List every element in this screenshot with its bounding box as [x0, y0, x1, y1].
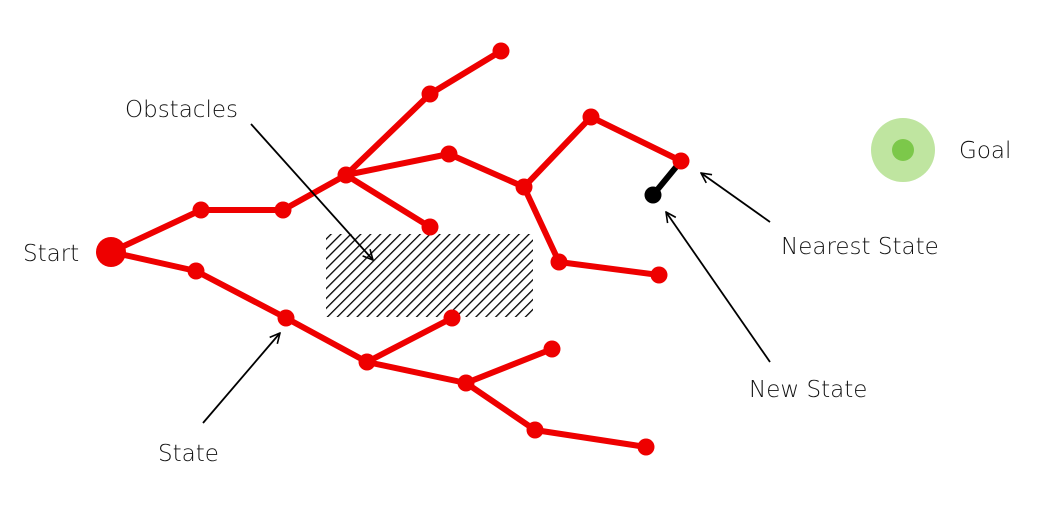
pointer-arrows: [202, 123, 771, 424]
tree-edges: [108, 48, 684, 450]
obstacles-label: Obstacles: [125, 97, 238, 123]
tree-edge: [446, 151, 527, 190]
tree-node: [192, 201, 210, 219]
tree-node: [337, 166, 355, 184]
tree-edge: [283, 315, 370, 365]
obstacles-arrow: [250, 123, 373, 260]
tree-node: [421, 85, 439, 103]
nearest-state-node: [672, 152, 690, 170]
tree-node: [515, 178, 533, 196]
tree-edge: [532, 427, 649, 450]
start-node: [96, 237, 126, 267]
tree-node: [440, 145, 458, 163]
tree-edge: [343, 91, 433, 178]
tree-node: [543, 340, 561, 358]
goal-center: [892, 139, 914, 161]
tree-edge: [588, 114, 684, 164]
new-state-node: [644, 186, 662, 204]
nearest-state-label: Nearest State: [781, 234, 939, 260]
tree-node: [443, 309, 461, 327]
tree-edge: [521, 114, 594, 190]
tree-edge: [193, 268, 289, 321]
nearest-state-arrow: [701, 173, 771, 223]
obstacle-region: [326, 234, 533, 317]
tree-node: [421, 218, 439, 236]
tree-node: [358, 353, 376, 371]
tree-node: [637, 438, 655, 456]
state-arrow: [202, 333, 280, 424]
tree-nodes: [96, 42, 690, 456]
start-label: Start: [23, 241, 79, 267]
tree-edge: [280, 172, 349, 213]
state-label: State: [158, 441, 219, 467]
tree-edge: [343, 172, 433, 230]
tree-node: [457, 374, 475, 392]
tree-node: [187, 262, 205, 280]
tree-edge: [108, 207, 204, 255]
tree-edge: [364, 315, 455, 365]
tree-node: [550, 253, 568, 271]
goal-label: Goal: [959, 138, 1011, 164]
tree-edge: [521, 184, 562, 265]
tree-node: [526, 421, 544, 439]
tree-edge: [343, 151, 452, 178]
tree-node: [650, 266, 668, 284]
tree-node: [274, 201, 292, 219]
tree-edge: [364, 359, 469, 386]
state-node: [277, 309, 295, 327]
tree-edge: [427, 48, 504, 97]
tree-node: [582, 108, 600, 126]
tree-edge: [463, 346, 555, 386]
new-state-label: New State: [749, 377, 867, 403]
new-state-arrow: [666, 212, 771, 363]
tree-edge: [556, 259, 662, 278]
tree-node: [492, 42, 510, 60]
tree-edge: [463, 380, 538, 433]
